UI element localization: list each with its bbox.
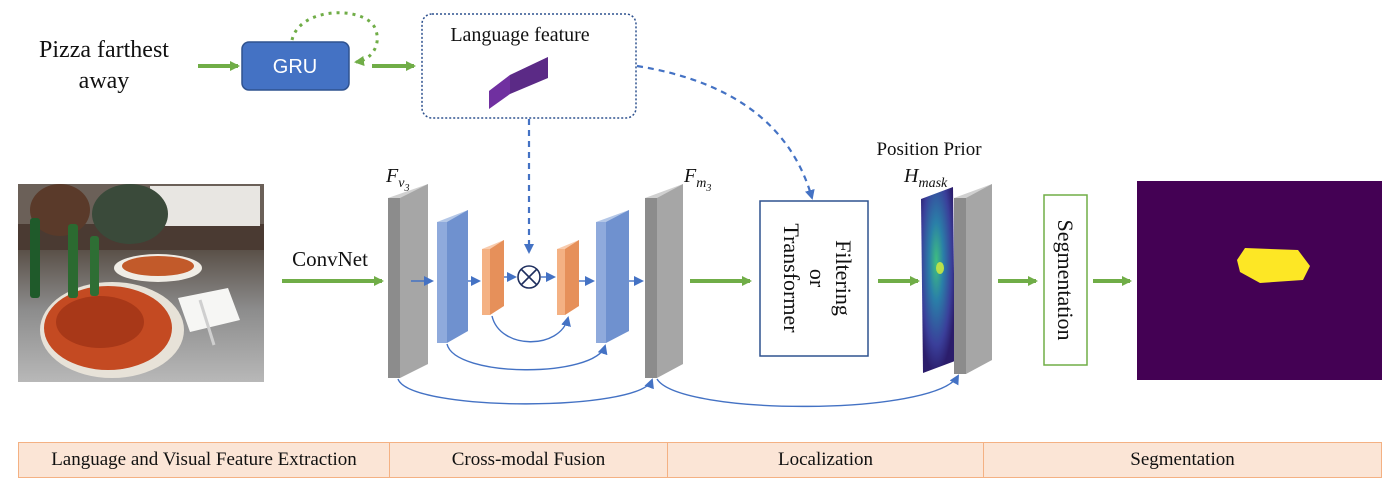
stage-segmentation: Segmentation	[983, 442, 1382, 478]
query-text-line2: away	[79, 68, 130, 94]
position-prior-heatmap	[921, 187, 955, 373]
localization-text: Filtering or Transformer	[779, 223, 856, 333]
segmentation-box-label: Segmentation	[1053, 220, 1078, 341]
query-text-line1: Pizza farthest	[39, 37, 169, 63]
fm3-block	[645, 184, 683, 378]
feature-to-localization-arrow	[636, 64, 815, 200]
convnet-label: ConvNet	[292, 247, 368, 271]
localization-line3: Transformer	[779, 223, 804, 333]
stage-bar: Language and Visual Feature Extraction C…	[18, 442, 1382, 478]
gru-label: GRU	[273, 56, 317, 78]
position-prior-label: Position Prior	[876, 139, 982, 160]
decoder-blue-block	[596, 210, 629, 343]
prior-feature-block	[954, 184, 992, 374]
language-feature-cube	[489, 57, 548, 109]
skip-connection-inner	[491, 315, 571, 343]
decoder-orange-block	[557, 240, 579, 315]
localization-line2: or	[805, 269, 830, 288]
localization-box	[759, 200, 869, 357]
encoder-blue-block-1	[437, 210, 468, 343]
skip-connection-to-prior	[656, 374, 960, 408]
stage-localization: Localization	[667, 442, 983, 478]
gru-recurrent-loop	[290, 11, 379, 66]
output-mask-object	[1237, 248, 1310, 283]
language-feature-label: Language feature	[450, 24, 589, 46]
fusion-multiply-icon	[517, 265, 541, 289]
input-image	[18, 184, 264, 382]
hmask-label: Hmask	[903, 165, 948, 191]
skip-connection-outer	[397, 378, 654, 405]
fv3-label: Fv3	[385, 165, 409, 194]
skip-connection-middle	[446, 343, 608, 371]
gru-box	[241, 41, 350, 91]
localization-line1: Filtering	[831, 240, 856, 316]
stage-feature-extraction: Language and Visual Feature Extraction	[18, 442, 389, 478]
stage-cross-modal-fusion: Cross-modal Fusion	[389, 442, 667, 478]
segmentation-box	[1043, 194, 1088, 366]
encoder-orange-block	[482, 240, 504, 315]
fm3-label: Fm3	[683, 165, 711, 194]
